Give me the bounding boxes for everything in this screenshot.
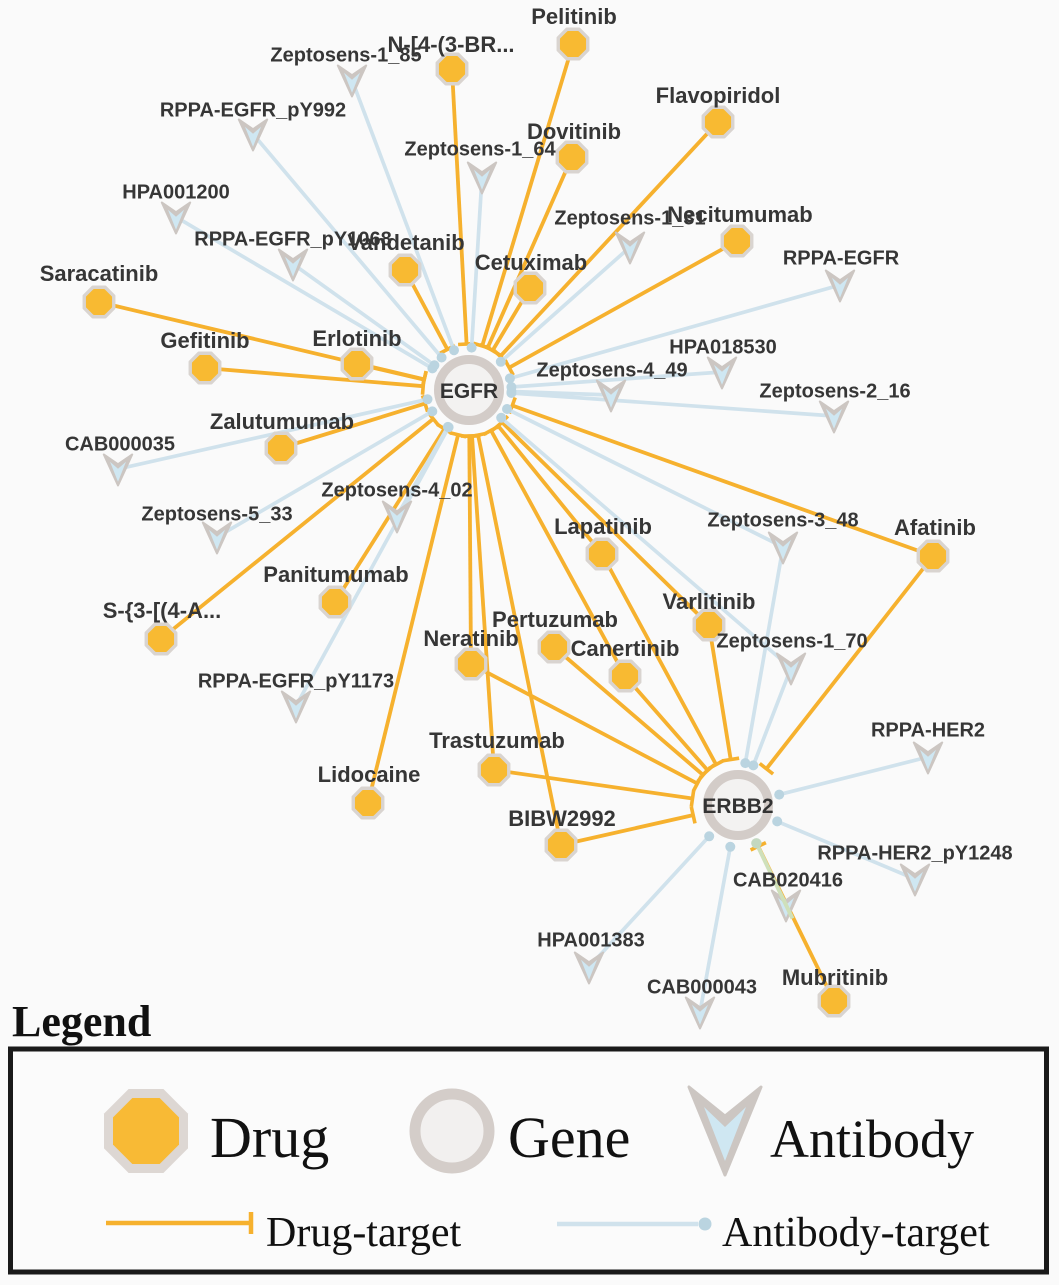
svg-text:Flavopiridol: Flavopiridol bbox=[656, 83, 781, 108]
svg-text:Trastuzumab: Trastuzumab bbox=[429, 728, 565, 753]
svg-text:Zeptosens-1_31: Zeptosens-1_31 bbox=[554, 208, 705, 230]
svg-text:Zeptosens-1_64: Zeptosens-1_64 bbox=[404, 139, 556, 161]
svg-text:Antibody: Antibody bbox=[770, 1109, 974, 1169]
svg-text:Drug-target: Drug-target bbox=[266, 1210, 461, 1256]
svg-text:Varlitinib: Varlitinib bbox=[663, 589, 756, 614]
svg-text:CAB000043: CAB000043 bbox=[647, 977, 757, 999]
svg-text:Canertinib: Canertinib bbox=[571, 636, 680, 661]
svg-text:EGFR: EGFR bbox=[440, 380, 498, 403]
svg-text:S-{3-[(4-A...: S-{3-[(4-A... bbox=[103, 598, 222, 623]
svg-text:Legend: Legend bbox=[12, 997, 151, 1046]
svg-text:HPA018530: HPA018530 bbox=[669, 337, 776, 359]
svg-text:BIBW2992: BIBW2992 bbox=[508, 806, 616, 831]
svg-text:Zalutumumab: Zalutumumab bbox=[210, 409, 354, 434]
svg-text:RPPA-EGFR_pY992: RPPA-EGFR_pY992 bbox=[160, 100, 346, 122]
svg-text:RPPA-EGFR_pY1068: RPPA-EGFR_pY1068 bbox=[194, 229, 391, 251]
svg-text:Drug: Drug bbox=[210, 1105, 329, 1170]
svg-text:HPA001383: HPA001383 bbox=[537, 930, 644, 952]
svg-text:Panitumumab: Panitumumab bbox=[263, 562, 408, 587]
svg-text:Zeptosens-5_33: Zeptosens-5_33 bbox=[141, 504, 292, 526]
svg-text:RPPA-HER2: RPPA-HER2 bbox=[871, 720, 985, 742]
svg-text:RPPA-EGFR: RPPA-EGFR bbox=[783, 248, 900, 270]
svg-text:Mubritinib: Mubritinib bbox=[782, 965, 888, 990]
svg-text:Afatinib: Afatinib bbox=[894, 515, 976, 540]
svg-text:Neratinib: Neratinib bbox=[423, 626, 518, 651]
svg-text:Zeptosens-2_16: Zeptosens-2_16 bbox=[759, 381, 910, 403]
svg-text:CAB000035: CAB000035 bbox=[65, 434, 175, 456]
svg-text:Gefitinib: Gefitinib bbox=[160, 328, 249, 353]
svg-text:Zeptosens-4_02: Zeptosens-4_02 bbox=[321, 480, 472, 502]
svg-text:Zeptosens-1_70: Zeptosens-1_70 bbox=[716, 631, 867, 653]
svg-text:Saracatinib: Saracatinib bbox=[40, 261, 159, 286]
svg-text:Cetuximab: Cetuximab bbox=[475, 250, 587, 275]
svg-text:Lidocaine: Lidocaine bbox=[318, 762, 421, 787]
svg-text:Zeptosens-3_48: Zeptosens-3_48 bbox=[707, 510, 858, 532]
svg-text:RPPA-EGFR_pY1173: RPPA-EGFR_pY1173 bbox=[198, 671, 394, 693]
svg-text:Pelitinib: Pelitinib bbox=[531, 4, 617, 29]
svg-text:Erlotinib: Erlotinib bbox=[312, 326, 401, 351]
svg-text:Antibody-target: Antibody-target bbox=[722, 1210, 990, 1256]
svg-text:ERBB2: ERBB2 bbox=[702, 795, 773, 818]
svg-text:RPPA-HER2_pY1248: RPPA-HER2_pY1248 bbox=[817, 843, 1012, 865]
svg-text:Lapatinib: Lapatinib bbox=[554, 514, 652, 539]
svg-text:HPA001200: HPA001200 bbox=[122, 182, 229, 204]
svg-text:Zeptosens-4_49: Zeptosens-4_49 bbox=[536, 360, 687, 382]
svg-text:Zeptosens-1_85: Zeptosens-1_85 bbox=[270, 45, 421, 67]
svg-text:CAB020416: CAB020416 bbox=[733, 870, 843, 892]
svg-text:Gene: Gene bbox=[508, 1105, 630, 1170]
